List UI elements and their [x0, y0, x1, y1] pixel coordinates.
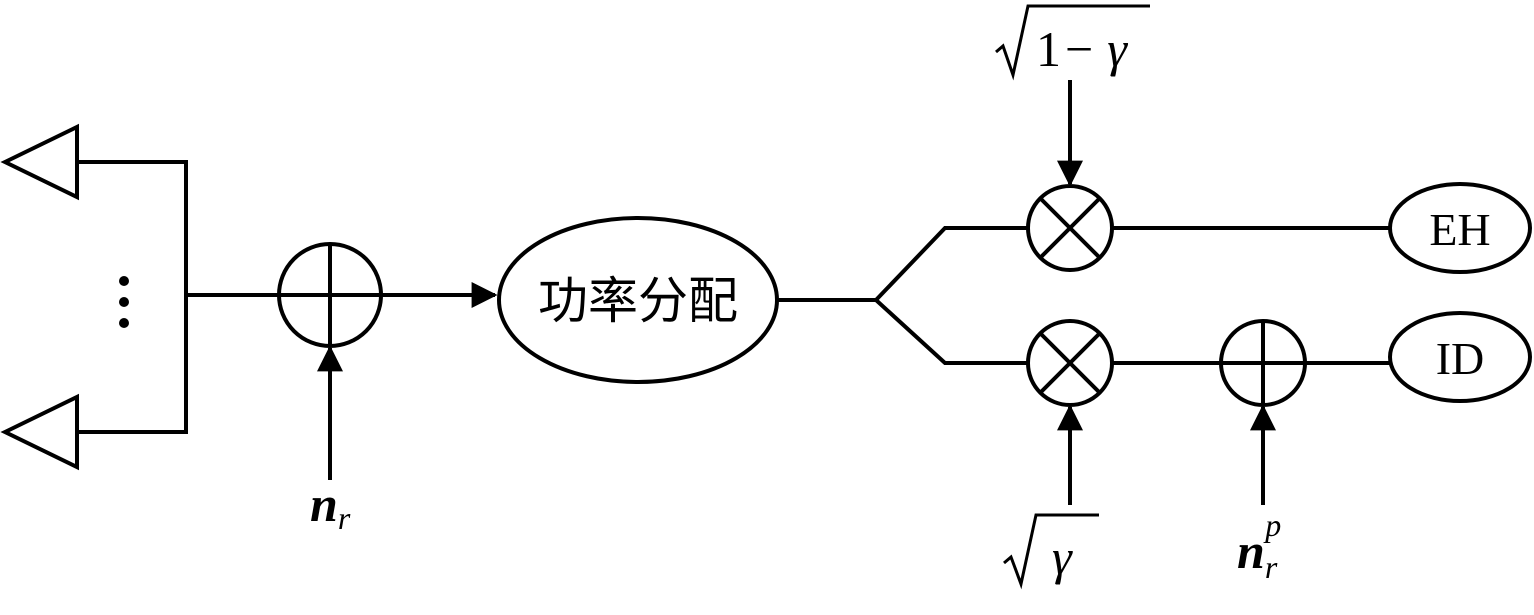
lower-branch-line — [874, 298, 1028, 365]
energy-harvesting-block — [1388, 182, 1532, 274]
id-multiplier-icon — [1026, 319, 1114, 407]
upper-branch-line — [874, 226, 1028, 302]
antenna-top-icon — [0, 123, 79, 201]
antenna-ellipsis-dots — [119, 276, 129, 328]
splitter-label: 功率分配 — [538, 273, 738, 329]
relay-noise-label: nr — [310, 476, 351, 536]
antenna-bottom-icon — [0, 393, 79, 471]
id-gain-label: γ — [1052, 529, 1073, 585]
eh-label: EH — [1429, 204, 1490, 255]
eh-multiplier-icon — [1026, 184, 1114, 272]
sqrt-eh-symbol — [995, 4, 1150, 81]
information-decoding-block — [1388, 311, 1532, 403]
processing-noise-adder-icon — [1219, 319, 1307, 407]
sqrt-id-symbol — [1003, 513, 1099, 590]
id-label: ID — [1436, 333, 1485, 384]
eh-gain-label: 1−γ — [1036, 21, 1128, 77]
antenna-bus — [77, 160, 188, 434]
processing-noise-label: nrp — [1237, 507, 1281, 585]
relay-noise-adder-icon — [277, 242, 383, 348]
